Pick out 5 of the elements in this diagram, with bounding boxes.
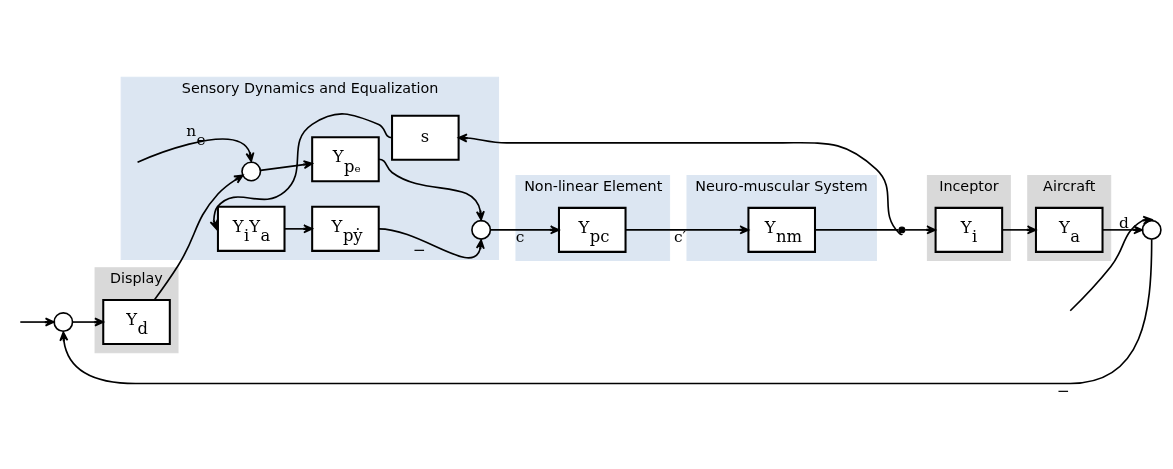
edge-label: c′ [673, 227, 687, 246]
edge-label: c [515, 227, 525, 246]
edge-label: − [412, 240, 426, 259]
edge-label: d [1118, 213, 1129, 232]
edge-label: − [1056, 381, 1070, 400]
